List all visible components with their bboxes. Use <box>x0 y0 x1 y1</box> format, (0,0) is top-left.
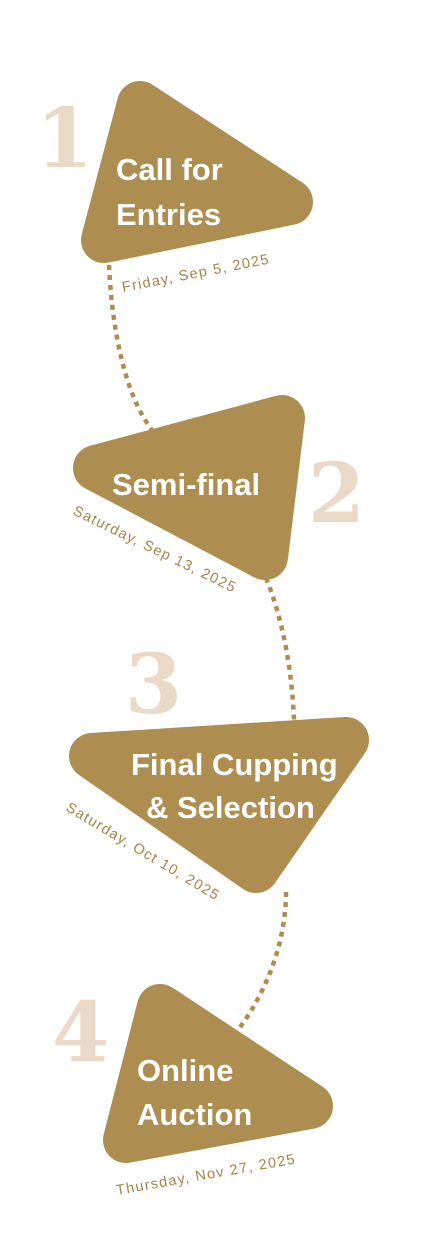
step-shape <box>69 717 369 893</box>
step-title-line: Semi-final <box>112 467 260 502</box>
step-title: Semi-final <box>112 467 260 502</box>
step-title-line: Call for <box>116 152 223 187</box>
step-title: Online Auction <box>137 1053 252 1132</box>
step-date: Friday, Sep 5, 2025 <box>121 252 271 296</box>
step-3: 3 Final Cupping & Selection Saturday, Oc… <box>63 637 369 904</box>
connector-3-4 <box>236 891 289 1032</box>
step-number: 3 <box>125 637 182 733</box>
step-title: Call for Entries <box>116 152 231 232</box>
step-2: 2 Semi-final Saturday, Sep 13, 2025 <box>70 395 365 596</box>
connector-2-3 <box>263 577 297 721</box>
connectors <box>106 264 297 1032</box>
step-title-line: Online <box>137 1053 233 1088</box>
step-shape <box>73 395 305 580</box>
step-shape <box>81 81 313 263</box>
step-title: Final Cupping & Selection <box>131 747 346 825</box>
connector-1-2 <box>106 264 154 432</box>
step-shape <box>103 984 333 1163</box>
step-number: 1 <box>36 91 93 187</box>
step-title-line: Final Cupping <box>131 747 338 782</box>
step-1: 1 Call for Entries Friday, Sep 5, 2025 <box>36 81 313 296</box>
step-title-line: Auction <box>137 1097 252 1132</box>
step-title-line: & Selection <box>146 790 315 825</box>
step-4: 4 Online Auction Thursday, Nov 27, 2025 <box>52 984 333 1199</box>
step-number: 2 <box>308 446 365 542</box>
step-number: 4 <box>52 985 109 1081</box>
step-title-line: Entries <box>116 197 221 232</box>
